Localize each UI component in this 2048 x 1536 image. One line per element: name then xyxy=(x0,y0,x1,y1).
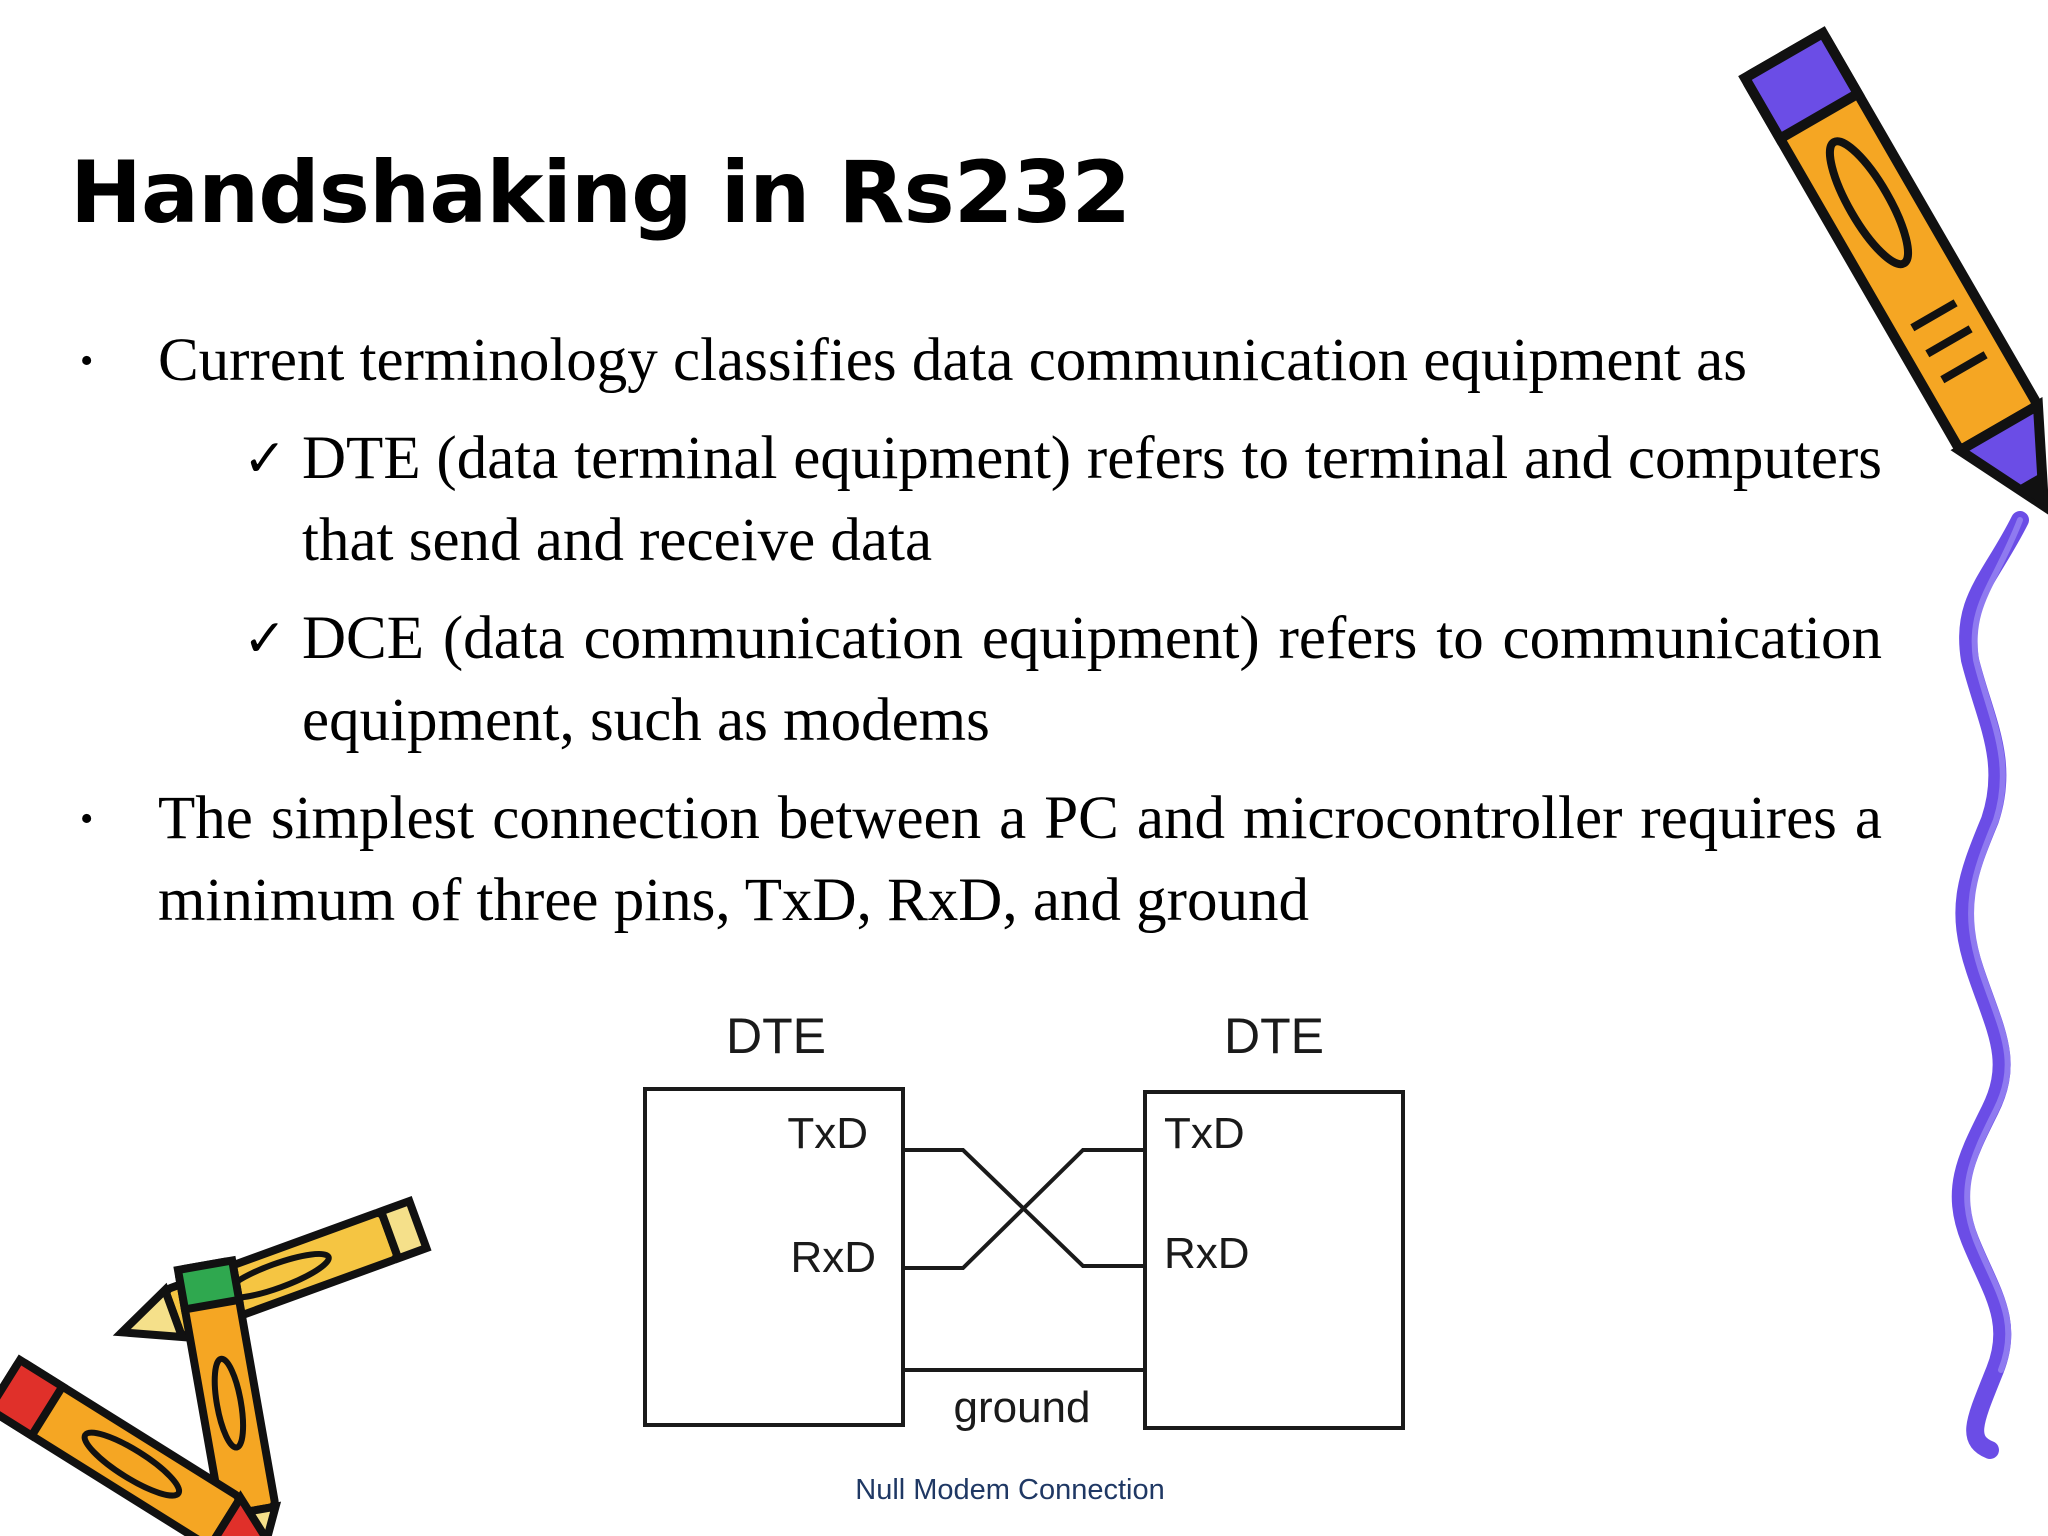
purple-squiggle-icon xyxy=(1951,511,2029,1459)
check-icon: ✓ xyxy=(243,429,287,489)
right-box-label: DTE xyxy=(1224,1008,1324,1064)
left-rxd-label: RxD xyxy=(790,1233,876,1282)
right-dte-box xyxy=(1143,1090,1405,1430)
wire-rxd-to-txd xyxy=(903,1148,1145,1270)
subitem-text-2: DCE (data communication equipment) refer… xyxy=(302,605,1882,754)
left-txd-label: TxD xyxy=(787,1109,868,1158)
ground-label: ground xyxy=(953,1383,1090,1432)
bullet-text-2: The simplest connection between a PC and… xyxy=(158,785,1882,934)
bullet-marker-1: • xyxy=(80,340,94,382)
check-icon: ✓ xyxy=(243,609,287,669)
diagram-caption: Null Modem Connection xyxy=(855,1474,1164,1506)
bullet-marker-2: • xyxy=(80,798,94,840)
slide-title: Handshaking in Rs232 xyxy=(70,143,1131,243)
left-box-label: DTE xyxy=(726,1008,826,1064)
pencil-top-right-icon xyxy=(1738,26,2048,516)
right-txd-label: TxD xyxy=(1164,1109,1245,1158)
squiggle-highlight xyxy=(1964,517,2023,1373)
subitem-text-1: DTE (data terminal equipment) refers to … xyxy=(302,425,1882,574)
bullet-text-1: Current terminology classifies data comm… xyxy=(158,327,1747,394)
left-dte-box xyxy=(643,1087,905,1427)
crossed-pencils-icon xyxy=(0,1195,432,1536)
right-rxd-label: RxD xyxy=(1164,1229,1250,1278)
